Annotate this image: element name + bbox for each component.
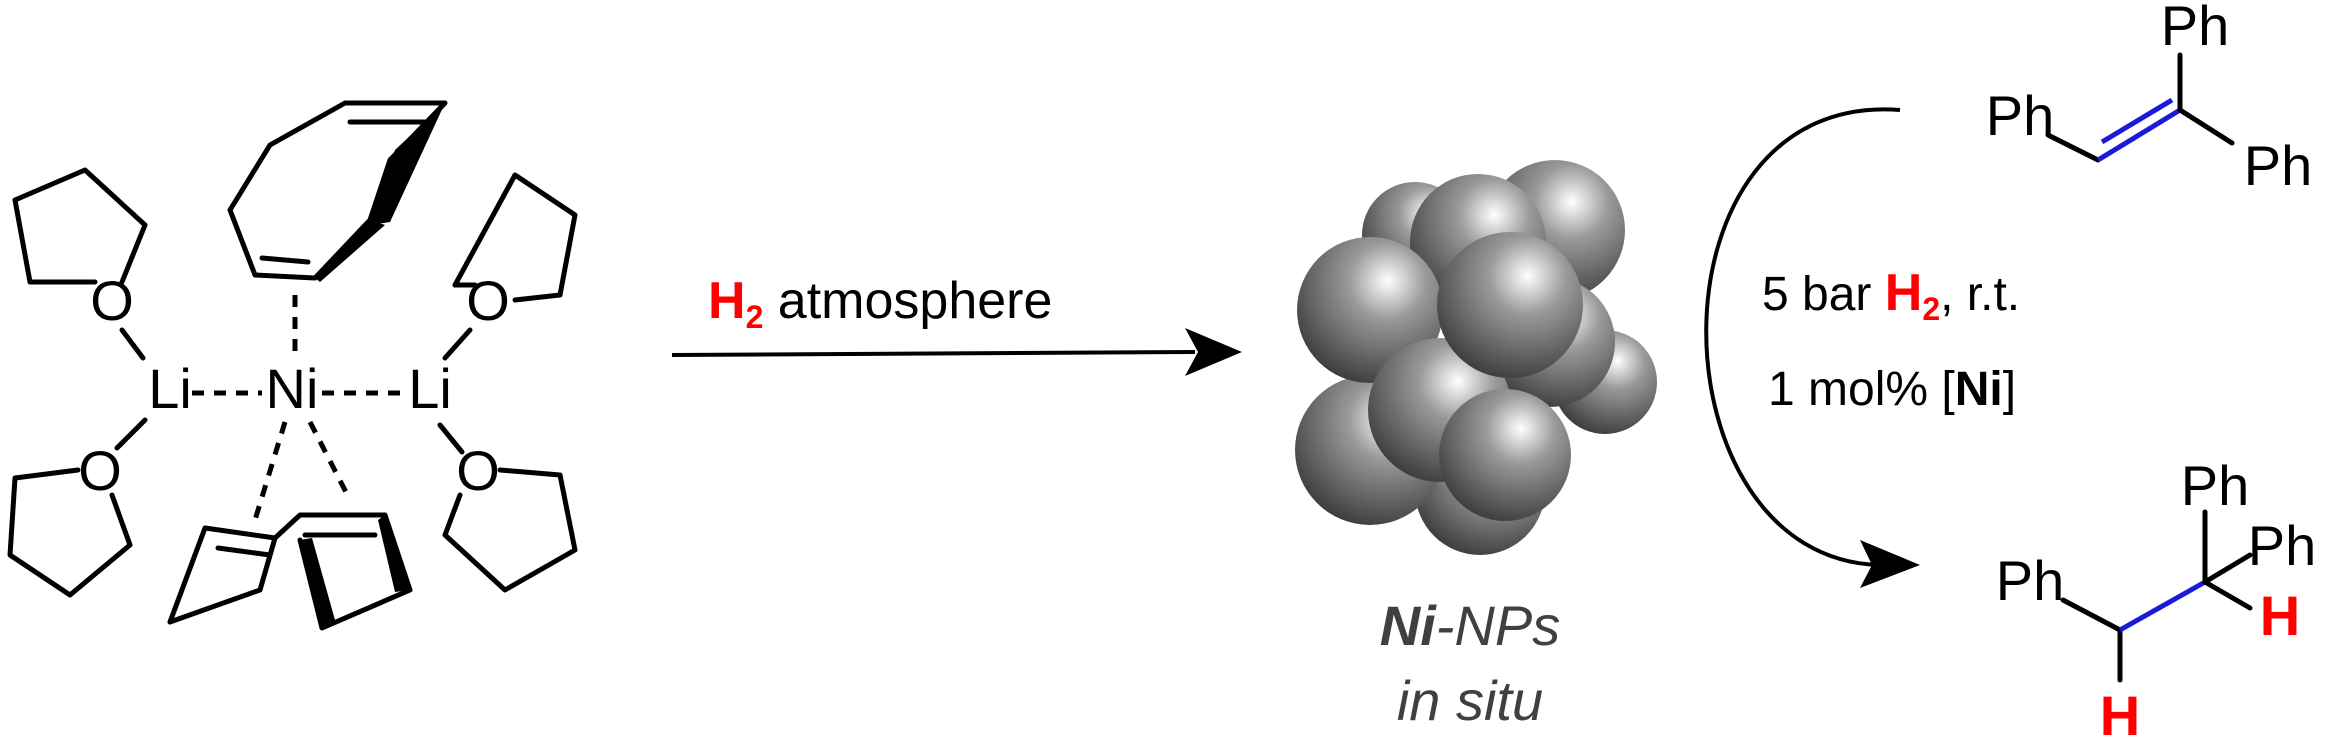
cyclooctadiene-top	[227, 100, 448, 282]
arrow-head	[1185, 328, 1242, 376]
nanoparticle-label-in-situ: in situ	[1397, 669, 1543, 732]
product-h-bottom: H	[2100, 684, 2140, 742]
nanoparticle-label: Ni-NPs	[1380, 594, 1560, 657]
thf-upper-left	[12, 167, 148, 361]
product-ph-top: Ph	[2181, 454, 2250, 517]
arrow-condition-text: H2 atmosphere	[708, 272, 1052, 335]
oxygen-label-upper-right: O	[466, 269, 510, 332]
product-ph-left: Ph	[1996, 549, 2065, 612]
reaction-arrow: H2 atmosphere	[671, 272, 1242, 376]
thf-upper-right	[442, 172, 578, 361]
oxygen-label-upper-left: O	[90, 269, 134, 332]
cyclooctadiene-bottom	[167, 512, 413, 631]
product-ph-right: Ph	[2248, 514, 2317, 577]
thf-lower-left	[7, 417, 148, 598]
oxygen-label-lower-right: O	[456, 439, 500, 502]
condition-catalyst-loading: 1 mol% [Ni]	[1768, 363, 2016, 416]
reactant-ph-right: Ph	[2244, 134, 2313, 197]
product-h-right: H	[2260, 584, 2300, 647]
reactant-ph-left: Ph	[1986, 84, 2055, 147]
li-atom-label-right: Li	[408, 357, 452, 420]
ni-atom-label: Ni	[266, 357, 319, 420]
oxygen-label-lower-left: O	[78, 439, 122, 502]
hydrogenation-curved-arrow: 5 bar H2, r.t. 1 mol% [Ni]	[1704, 107, 2020, 588]
reactant-ph-top: Ph	[2161, 0, 2230, 57]
product-triphenylethane: Ph Ph Ph H H	[1996, 454, 2317, 742]
reactant-triphenylethylene: Ph Ph Ph	[1986, 0, 2313, 197]
li-atom-label-left: Li	[148, 357, 192, 420]
condition-pressure-temp: 5 bar H2, r.t.	[1762, 264, 2020, 327]
nickel-lithium-complex: Ni Li Li O O O O	[7, 100, 578, 631]
ni-cod-bottom-dashed-left	[252, 421, 288, 521]
thf-lower-right	[437, 422, 578, 593]
curved-arrow-head	[1860, 540, 1920, 588]
ni-cod-bottom-dashed-right	[307, 420, 353, 502]
nanoparticle-cluster: Ni-NPs in situ	[1295, 160, 1657, 732]
